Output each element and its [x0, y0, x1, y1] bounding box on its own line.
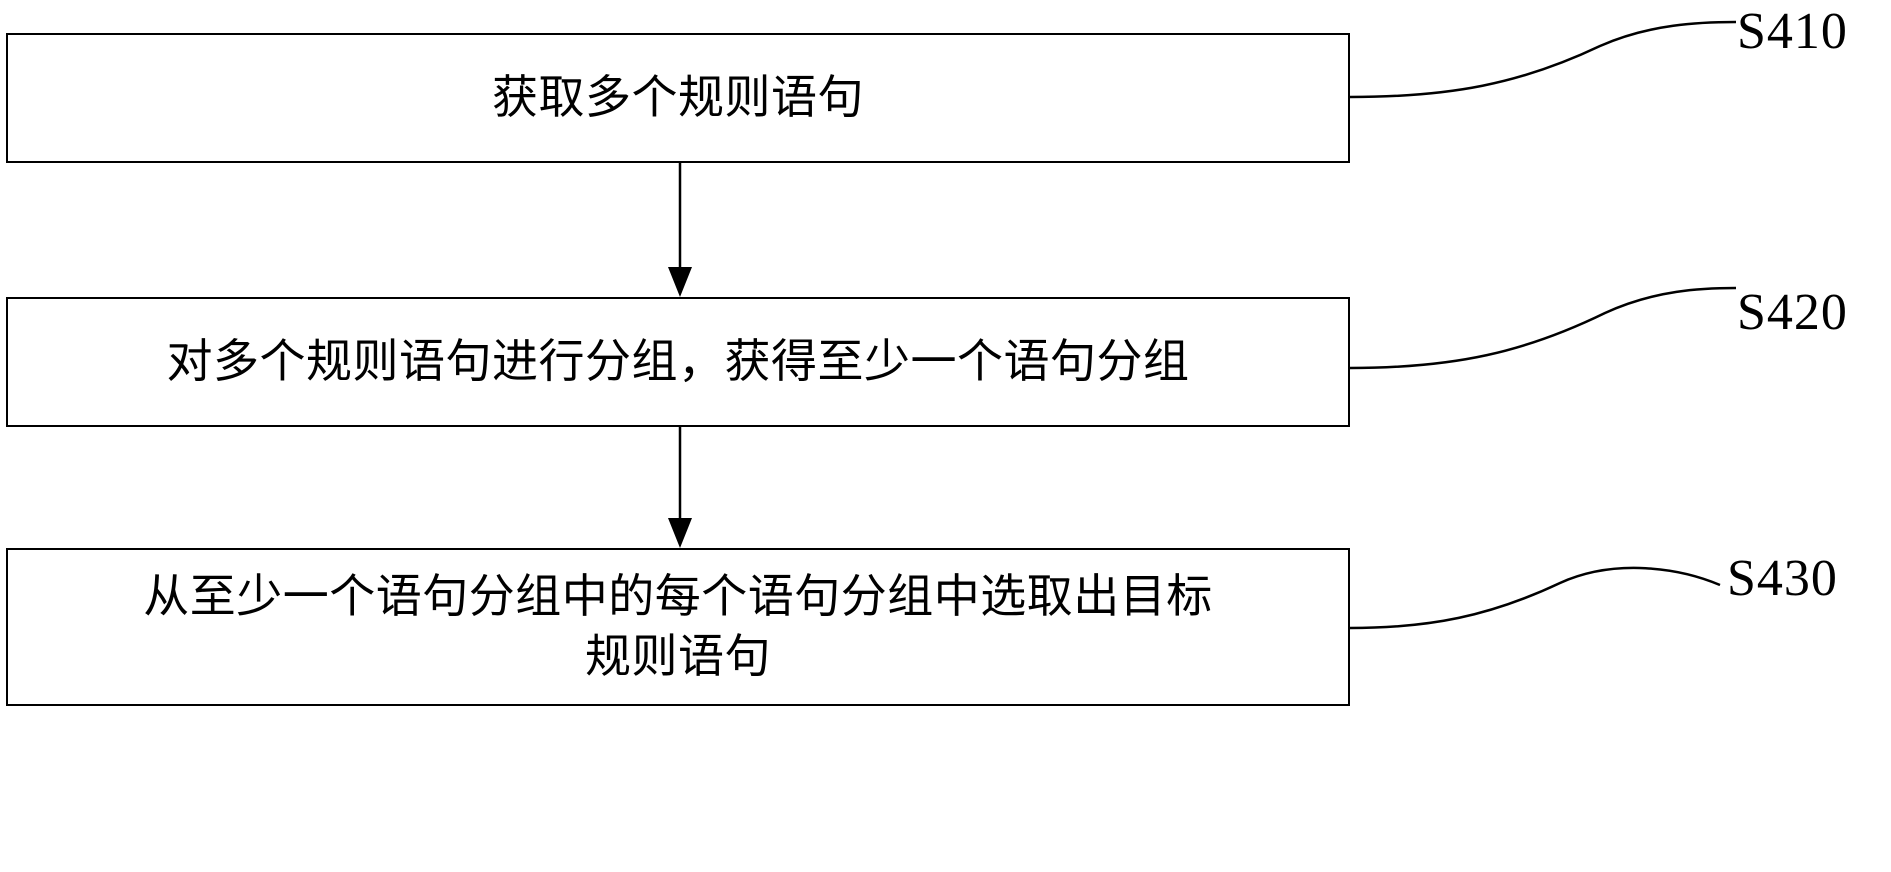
process-box-s420-text: 对多个规则语句进行分组，获得至少一个语句分组 [166, 336, 1190, 388]
leader-line-s420 [1349, 286, 1737, 370]
process-box-s410-text: 获取多个规则语句 [492, 72, 864, 124]
process-box-s430: 从至少一个语句分组中的每个语句分组中选取出目标 规则语句 [6, 548, 1350, 706]
arrow-s410-to-s420 [668, 163, 692, 297]
arrow-s420-to-s430 [668, 427, 692, 548]
process-box-s420: 对多个规则语句进行分组，获得至少一个语句分组 [6, 297, 1350, 427]
leader-line-s430 [1349, 566, 1721, 630]
leader-line-s410 [1349, 20, 1737, 99]
step-label-s430: S430 [1727, 550, 1838, 607]
step-label-s410: S410 [1737, 3, 1848, 60]
step-label-s420: S420 [1737, 284, 1848, 341]
process-box-s430-text: 从至少一个语句分组中的每个语句分组中选取出目标 规则语句 [143, 571, 1213, 682]
process-box-s410: 获取多个规则语句 [6, 33, 1350, 163]
